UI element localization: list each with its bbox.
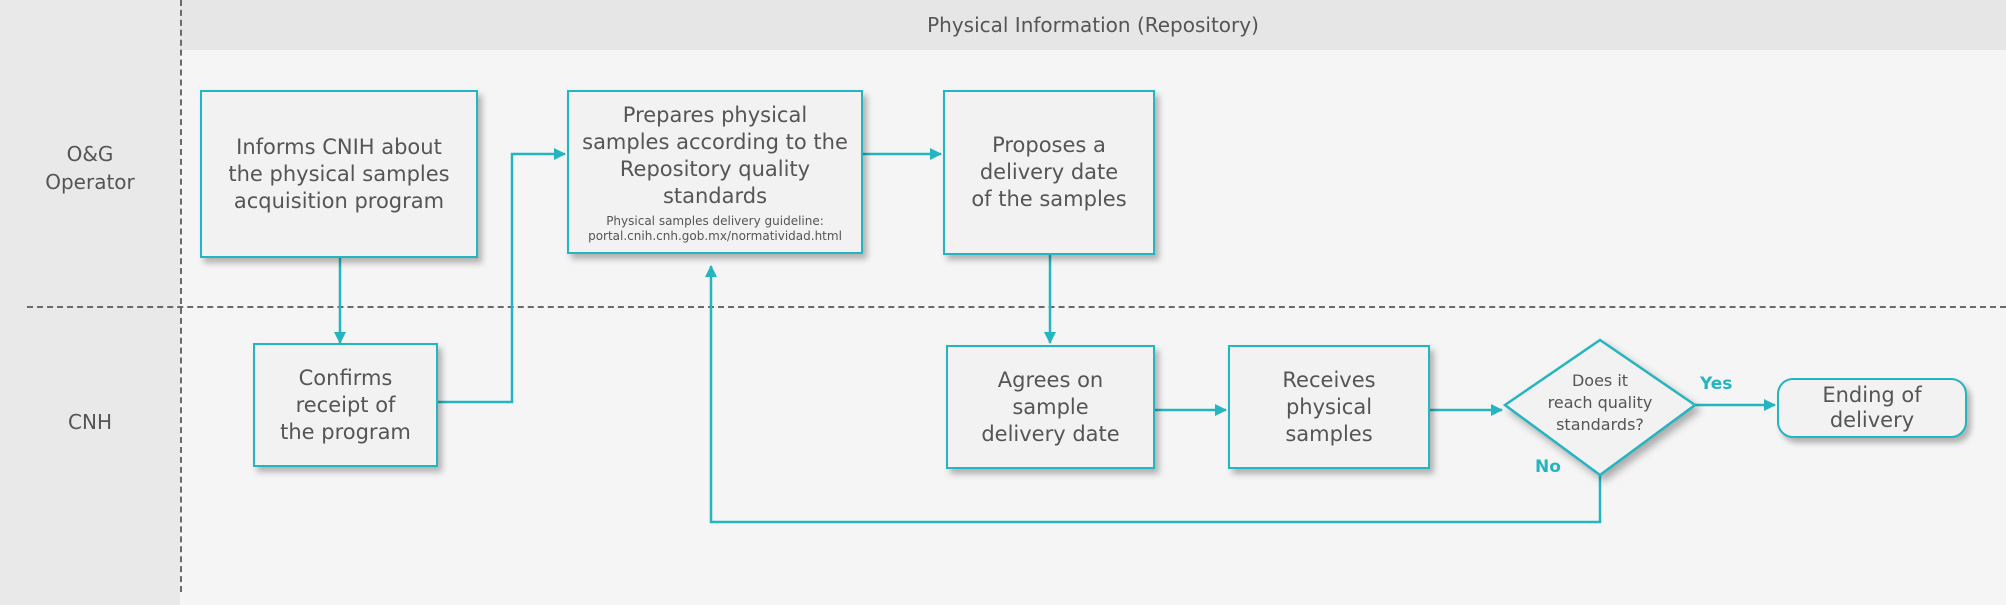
branch-label-yes: Yes bbox=[1700, 374, 1733, 394]
arrow-confirm-to-prepare bbox=[438, 148, 566, 404]
arrow-decision-no-loop bbox=[705, 265, 1602, 524]
decision-question: Does it reach quality standards? bbox=[1547, 371, 1653, 434]
step-ending-delivery: Ending of delivery bbox=[1777, 378, 1967, 438]
step-propose-text: Proposes a delivery date of the samples bbox=[971, 133, 1127, 211]
branch-label-no: No bbox=[1535, 457, 1561, 477]
step-propose-date: Proposes a delivery date of the samples bbox=[943, 90, 1155, 255]
step-prepare-samples: Prepares physical samples according to t… bbox=[567, 90, 863, 254]
step-receive-text: Receives physical samples bbox=[1282, 367, 1376, 446]
diagram-title: Physical Information (Repository) bbox=[180, 0, 2006, 50]
step-agree-date: Agrees on sample delivery date bbox=[946, 345, 1155, 469]
lane-label-operator: O&G Operator bbox=[0, 140, 180, 196]
step-inform-cnih: Informs CNIH about the physical samples … bbox=[200, 90, 478, 258]
lane-label-column bbox=[0, 0, 180, 605]
step-agree-text: Agrees on sample delivery date bbox=[981, 367, 1120, 446]
step-prepare-guideline-note: Physical samples delivery guideline: por… bbox=[588, 214, 842, 243]
step-inform-text: Informs CNIH about the physical samples … bbox=[228, 134, 450, 213]
lane-label-cnh: CNH bbox=[0, 408, 180, 436]
decision-diamond bbox=[1502, 338, 1698, 477]
step-confirm-text: Confirms receipt of the program bbox=[280, 365, 411, 444]
lane-label-cnh-text: CNH bbox=[68, 410, 112, 434]
lane-column-divider bbox=[180, 0, 182, 592]
step-ending-text: Ending of delivery bbox=[1822, 383, 1922, 432]
lane-divider bbox=[27, 306, 2006, 308]
lane-label-operator-text: O&G Operator bbox=[45, 142, 135, 194]
step-receive-samples: Receives physical samples bbox=[1228, 345, 1430, 469]
step-confirm-receipt: Confirms receipt of the program bbox=[253, 343, 438, 467]
step-prepare-text: Prepares physical samples according to t… bbox=[582, 103, 848, 208]
